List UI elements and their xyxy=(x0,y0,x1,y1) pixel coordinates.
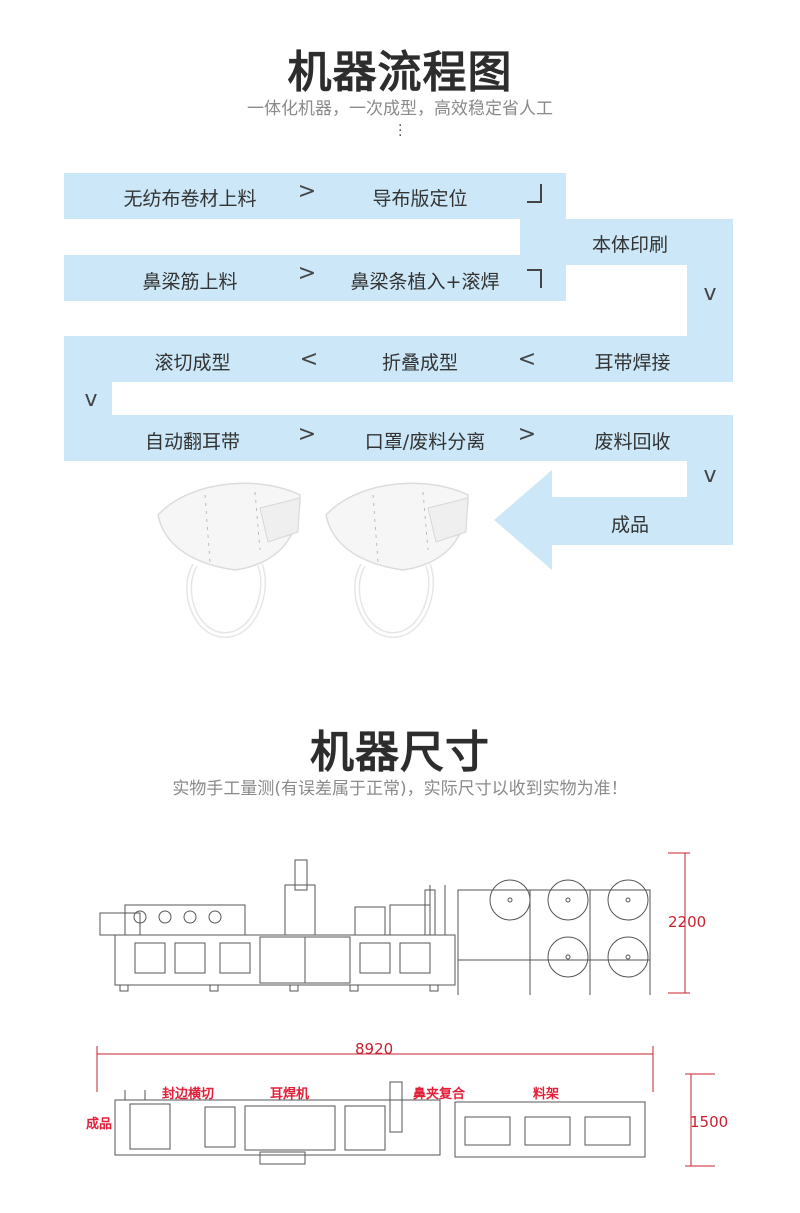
label-material-rack: 料架 xyxy=(533,1087,560,1102)
dimension-title: 机器尺寸 xyxy=(310,727,490,778)
arrow-right-icon: > xyxy=(297,261,317,286)
width-dimension: 1500 xyxy=(690,1113,729,1131)
arrow-left-icon: < xyxy=(517,347,537,372)
flow-connector-right-2 xyxy=(687,461,733,497)
label-ear-welder: 耳焊机 xyxy=(270,1087,310,1102)
step-11: 废料回收 xyxy=(594,431,671,453)
step-5: 鼻梁条植入+滚焊 xyxy=(350,271,500,293)
arrow-right-icon: > xyxy=(297,179,317,204)
flow-band-6 xyxy=(550,497,733,545)
flow-band-1 xyxy=(64,173,566,219)
step-1: 无纺布卷材上料 xyxy=(123,188,257,210)
dots-icon: ··· xyxy=(398,118,403,144)
step-10: 口罩/废料分离 xyxy=(364,431,486,453)
arrow-right-icon: > xyxy=(297,422,317,447)
arrow-down-icon: v xyxy=(703,281,717,306)
label-sealing-cutting: 封边横切 xyxy=(162,1087,215,1102)
arrow-down-icon: v xyxy=(703,463,717,488)
flow-subtitle: 一体化机器，一次成型，高效稳定省人工 xyxy=(247,99,553,119)
step-7: 折叠成型 xyxy=(381,352,458,374)
corner-up-icon xyxy=(527,269,542,288)
flow-band-5 xyxy=(64,415,733,461)
step-2: 导布版定位 xyxy=(372,188,468,210)
corner-down-icon xyxy=(527,184,542,203)
step-9: 自动翻耳带 xyxy=(144,431,240,453)
length-dimension: 8920 xyxy=(355,1040,394,1058)
arrow-left-icon: < xyxy=(299,347,319,372)
step-6: 滚切成型 xyxy=(154,352,231,374)
flow-title: 机器流程图 xyxy=(287,47,513,98)
flow-band-3 xyxy=(64,255,566,301)
machine-front-view xyxy=(99,852,690,995)
machine-top-view xyxy=(96,1046,715,1167)
arrow-down-icon: v xyxy=(84,387,98,412)
label-finished-product: 成品 xyxy=(86,1117,113,1132)
step-3: 本体印刷 xyxy=(591,234,668,256)
arrow-left-icon xyxy=(494,470,552,570)
step-12: 成品 xyxy=(610,514,649,536)
arrow-right-icon: > xyxy=(517,422,537,447)
mask-product-image xyxy=(157,482,301,639)
step-4: 鼻梁筋上料 xyxy=(142,271,238,293)
dimension-subtitle: 实物手工量测(有误差属于正常)，实际尺寸以收到实物为准！ xyxy=(172,779,628,799)
mask-product-image xyxy=(325,482,469,639)
flow-connector-right-1 xyxy=(687,265,733,336)
step-8: 耳带焊接 xyxy=(594,352,671,374)
flow-band-4 xyxy=(64,336,733,382)
height-dimension: 2200 xyxy=(668,913,707,931)
flow-connector-left xyxy=(64,382,112,415)
label-nose-clip: 鼻夹复合 xyxy=(413,1087,466,1102)
